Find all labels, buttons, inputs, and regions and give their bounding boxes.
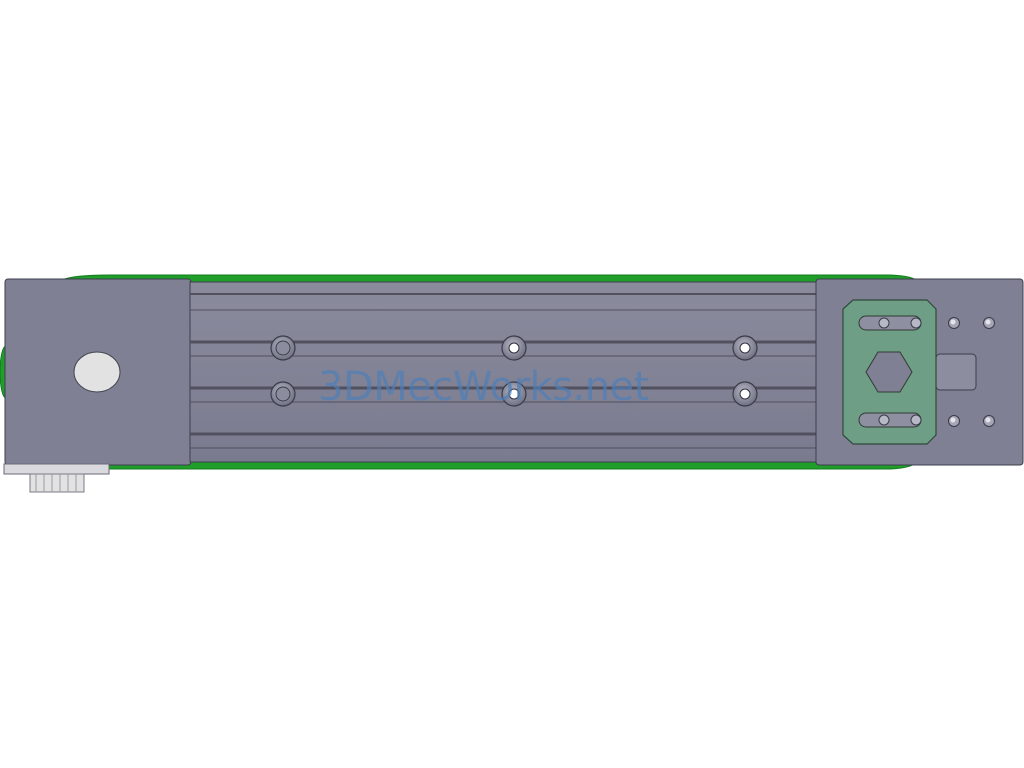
screw-recess	[275, 340, 291, 356]
hole-highlight	[985, 319, 991, 325]
motor-mount-plate	[842, 299, 937, 445]
screw-recess	[275, 386, 291, 402]
shaft-stub	[935, 353, 977, 391]
aluminum-profile	[189, 281, 819, 463]
drive-pulley	[29, 473, 85, 493]
end-block-left	[3, 278, 192, 475]
hole-highlight	[950, 319, 956, 325]
slot-screw	[878, 414, 890, 426]
hole-highlight	[985, 417, 991, 423]
screw-through-hole	[739, 388, 751, 400]
shaft-bore	[73, 351, 121, 393]
bottom-plate	[3, 463, 110, 475]
corner-holes	[948, 317, 995, 427]
screw-through-hole	[508, 342, 520, 354]
mounting-screws	[270, 335, 758, 407]
mount-slots	[858, 315, 922, 428]
slot-screw	[878, 317, 890, 329]
screw-through-hole	[739, 342, 751, 354]
t-slot-grooves	[190, 293, 818, 449]
slot-screw	[910, 317, 922, 329]
slot-screw	[910, 414, 922, 426]
coupling-window	[865, 351, 913, 393]
screw-through-hole	[508, 388, 520, 400]
hole-highlight	[950, 417, 956, 423]
